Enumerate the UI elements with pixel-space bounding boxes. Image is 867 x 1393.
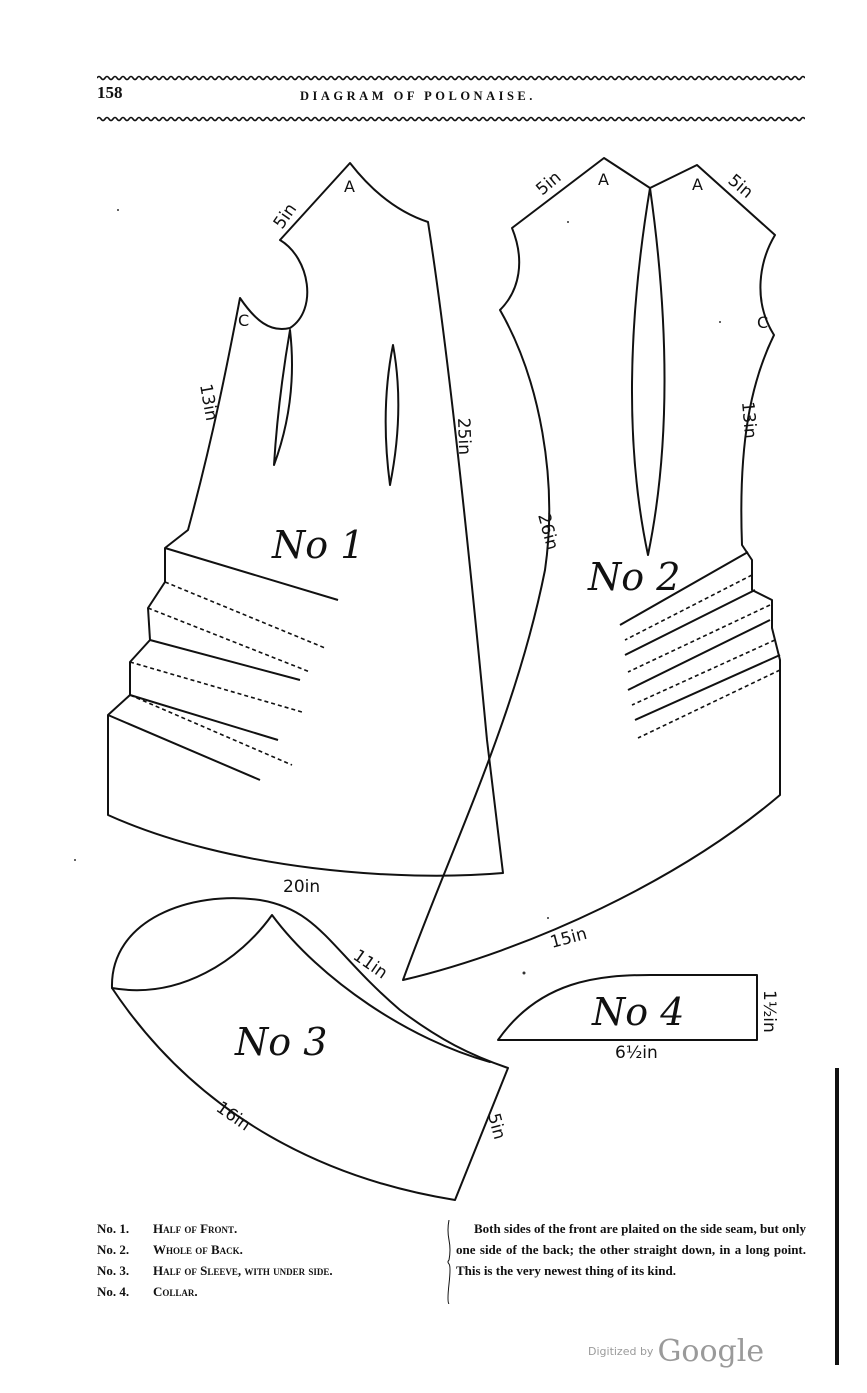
piece-1-label: No 1 — [271, 523, 364, 567]
legend-number: No. 1. — [97, 1221, 130, 1236]
brace-divider — [447, 1220, 451, 1304]
page-title: DIAGRAM OF POLONAISE. — [300, 89, 536, 103]
piece-2-plait-line — [624, 589, 756, 656]
piece-1-plait-fold — [147, 607, 311, 673]
piece-1-plait-fold — [164, 581, 326, 649]
piece-3-half-of-sleeve: 11in 16in 5in No 3 — [110, 897, 509, 1201]
header-rule-bottom — [97, 116, 805, 122]
piece-2-measure: 13in — [737, 401, 760, 440]
piece-4-measure: 1½in — [759, 990, 779, 1033]
piece-2-point: A — [598, 170, 609, 189]
piece-1-plait-fold — [129, 694, 293, 766]
piece-3-outline — [110, 897, 509, 1201]
piece-4-label: No 4 — [591, 990, 684, 1034]
piece-2-point: C — [757, 313, 768, 332]
header-rule-top — [97, 75, 805, 81]
piece-2-plait-fold — [637, 669, 781, 739]
watermark-brand: Google — [657, 1334, 765, 1369]
legend-text: Half of Sleeve, with under side. — [153, 1263, 333, 1278]
piece-2-plait-line — [634, 654, 781, 721]
piece-1-plait-fold — [129, 661, 303, 713]
piece-2-whole-of-back: A A C 5in 5in 13in 26in 15in No 2 — [402, 157, 781, 981]
piece-4-collar: 6½in 1½in No 4 — [497, 974, 779, 1063]
piece-3-label: No 3 — [234, 1020, 327, 1064]
legend-row: No. 1. Half of Front. — [97, 1218, 437, 1239]
piece-1-measure: 20in — [283, 877, 320, 897]
scan-speck — [522, 971, 526, 975]
scan-speck — [719, 321, 721, 323]
piece-1-dart-right — [384, 344, 400, 486]
piece-4-measure: 6½in — [615, 1043, 658, 1063]
legend-row: No. 4. Collar. — [97, 1281, 437, 1302]
legend-number: No. 2. — [97, 1242, 130, 1257]
piece-2-label: No 2 — [587, 555, 680, 599]
piece-1-point: C — [238, 311, 249, 330]
piece-1-outline — [107, 162, 504, 877]
piece-2-center-dart — [631, 187, 666, 556]
legend-text: Collar. — [153, 1284, 198, 1299]
legend-text: Half of Front. — [153, 1221, 238, 1236]
piece-2-outline — [402, 157, 781, 981]
scan-speck — [567, 221, 569, 223]
piece-1-plait-line — [164, 547, 339, 601]
page-number: 158 — [97, 83, 123, 102]
piece-3-underside-seam — [111, 914, 491, 1063]
piece-1-plait-line — [149, 639, 301, 681]
piece-2-measure: 5in — [532, 168, 565, 200]
piece-2-plait-line — [627, 619, 771, 691]
scan-speck — [117, 209, 119, 211]
piece-1-dart-left — [273, 329, 293, 466]
piece-1-half-of-front: A C 5in 13in 25in 20in No 1 — [107, 162, 504, 897]
piece-3-measure: 5in — [483, 1111, 509, 1142]
piece-2-measure: 15in — [548, 924, 589, 953]
legend-row: No. 3. Half of Sleeve, with under side. — [97, 1260, 437, 1281]
piece-3-measure: 16in — [212, 1098, 254, 1136]
legend-number: No. 3. — [97, 1263, 130, 1278]
legend-number: No. 4. — [97, 1284, 130, 1299]
piece-4-outline — [497, 974, 758, 1041]
piece-2-point: A — [692, 175, 703, 194]
scan-speck — [547, 917, 549, 919]
piece-2-plait-fold — [624, 574, 753, 641]
piece-1-measure: 13in — [195, 382, 221, 422]
piece-1-plait-line — [129, 694, 279, 741]
piece-1-measure: 5in — [270, 200, 301, 233]
piece-3-measure: 11in — [349, 946, 391, 984]
piece-2-plait-fold — [631, 639, 776, 706]
piece-2-measure: 5in — [724, 171, 757, 203]
legend: No. 1. Half of Front. No. 2. Whole of Back… — [97, 1218, 437, 1302]
watermark-prefix: Digitized by — [588, 1345, 654, 1358]
note-paragraph: Both sides of the front are plaited on t… — [456, 1221, 806, 1278]
piece-1-plait-line — [107, 714, 261, 781]
piece-2-plait-fold — [627, 604, 771, 673]
scan-speck — [74, 859, 76, 861]
scan-edge-bar — [835, 1068, 839, 1365]
legend-row: No. 2. Whole of Back. — [97, 1239, 437, 1260]
piece-1-measure: 25in — [453, 417, 474, 455]
piece-2-measure: 26in — [533, 511, 562, 552]
legend-text: Whole of Back. — [153, 1242, 243, 1257]
piece-2-plait-line — [619, 551, 749, 626]
piece-1-point: A — [344, 177, 355, 196]
